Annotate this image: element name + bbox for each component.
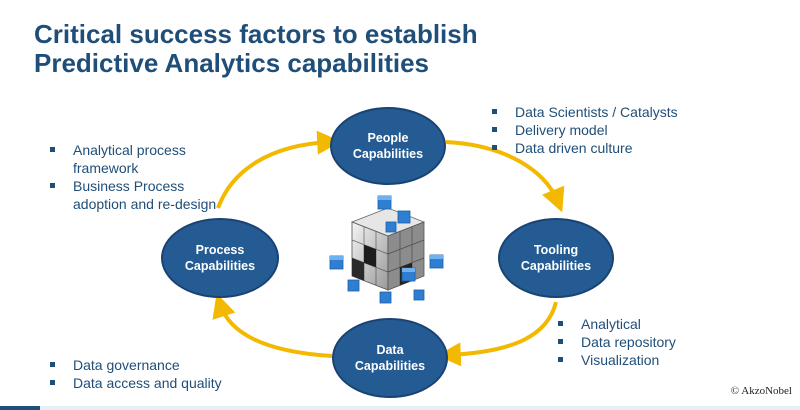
list-item: Data access and quality [48,374,308,392]
list-item: Visualization [556,351,756,369]
data-bullet-list: Data governance Data access and quality [48,356,308,392]
node-people-line2: Capabilities [352,147,424,161]
copyright-notice: © AkzoNobel [730,385,792,397]
list-item: Data governance [48,356,308,374]
arrow-data-to-process [212,293,333,358]
node-tooling-line2: Capabilities [520,259,592,273]
people-bullet-list: Data Scientists / Catalysts Delivery mod… [490,103,750,157]
arrow-tooling-to-data [436,301,558,367]
list-item: Data driven culture [490,139,750,157]
bottom-divider [0,406,800,410]
arrow-people-to-tooling [445,140,565,213]
list-item: Data repository [556,333,756,351]
node-data-line2: Capabilities [354,359,426,373]
slide-title: Critical success factors to establish Pr… [34,20,478,78]
list-item: Business Process adoption and re-design [48,177,228,213]
node-data-line1: Data [376,343,404,357]
title-line-1: Critical success factors to establish [34,19,478,49]
list-item: Analytical [556,315,756,333]
node-process-line1: Process [195,243,245,257]
list-item: Delivery model [490,121,750,139]
node-data-capabilities: Data Capabilities [332,318,448,398]
node-process-capabilities: Process Capabilities [161,218,279,298]
cube-cluster-icon [329,195,444,304]
arrow-process-to-people [216,130,342,209]
node-people-line1: People [367,131,409,145]
tooling-bullet-list: Analytical Data repository Visualization [556,315,756,369]
list-item: Data Scientists / Catalysts [490,103,750,121]
list-item: Analytical process framework [48,141,228,177]
node-people-capabilities: People Capabilities [330,107,446,185]
node-tooling-line1: Tooling [533,243,579,257]
title-line-2: Predictive Analytics capabilities [34,48,429,78]
process-bullet-list: Analytical process framework Business Pr… [48,141,228,213]
node-process-line2: Capabilities [184,259,256,273]
node-tooling-capabilities: Tooling Capabilities [498,218,614,298]
